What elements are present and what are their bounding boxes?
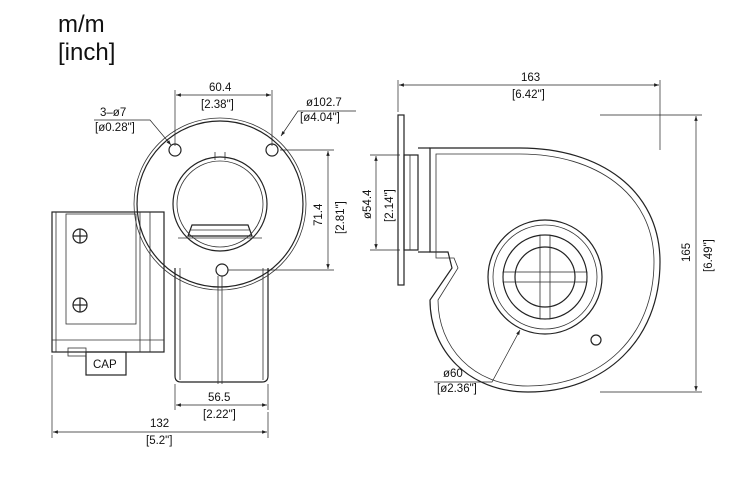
mount-hole bbox=[215, 263, 229, 277]
capacitor-box bbox=[85, 351, 127, 376]
screw-icon bbox=[72, 297, 88, 313]
dim-housing-width-inch: [2.22"] bbox=[203, 409, 236, 421]
dim-inlet-inch: [ø2.36"] bbox=[437, 383, 477, 395]
side-view: 163 [6.42"] ø54.4 [2.14"] 165 [6.49"] ø6… bbox=[362, 72, 715, 395]
inlet-grille bbox=[487, 219, 603, 335]
screw-icon bbox=[72, 228, 88, 244]
dim-outlet: ø54.4 bbox=[362, 189, 374, 219]
dim-mount-holes: 3–ø7 bbox=[100, 107, 126, 119]
dim-overall-width: 132 bbox=[150, 418, 169, 430]
housing-body bbox=[174, 268, 269, 384]
dim-overall-width-inch: [5.2"] bbox=[146, 435, 172, 447]
outlet-duct bbox=[397, 114, 430, 286]
front-view: CAP 60.4 [2.38"] bbox=[51, 82, 356, 447]
dim-hole-height: 71.4 bbox=[313, 203, 325, 226]
rivet bbox=[590, 334, 602, 346]
scroll-housing bbox=[429, 147, 661, 393]
dim-housing-width: 56.5 bbox=[208, 392, 230, 404]
dim-hole-spacing-inch: [2.38"] bbox=[201, 99, 234, 111]
dim-overall-length: 163 bbox=[521, 72, 540, 84]
dim-inlet: ø60 bbox=[443, 368, 463, 380]
dim-mount-holes-inch: [ø0.28"] bbox=[95, 122, 135, 134]
unit-mm: m/m bbox=[58, 11, 105, 38]
dim-hole-height-inch: [2.81"] bbox=[335, 201, 347, 234]
dim-overall-height: 165 bbox=[681, 243, 693, 262]
dim-flange-dia-inch: [ø4.04"] bbox=[300, 112, 340, 124]
unit-inch: [inch] bbox=[58, 39, 116, 66]
dim-hole-spacing: 60.4 bbox=[209, 82, 232, 94]
dim-overall-length-inch: [6.42"] bbox=[512, 89, 545, 101]
cap-label: CAP bbox=[93, 359, 117, 371]
flange bbox=[133, 117, 307, 291]
motor-block bbox=[51, 211, 165, 353]
dim-overall-height-inch: [6.49"] bbox=[703, 239, 715, 272]
dim-flange-dia: ø102.7 bbox=[306, 97, 342, 109]
dim-outlet-inch: [2.14"] bbox=[384, 189, 396, 222]
